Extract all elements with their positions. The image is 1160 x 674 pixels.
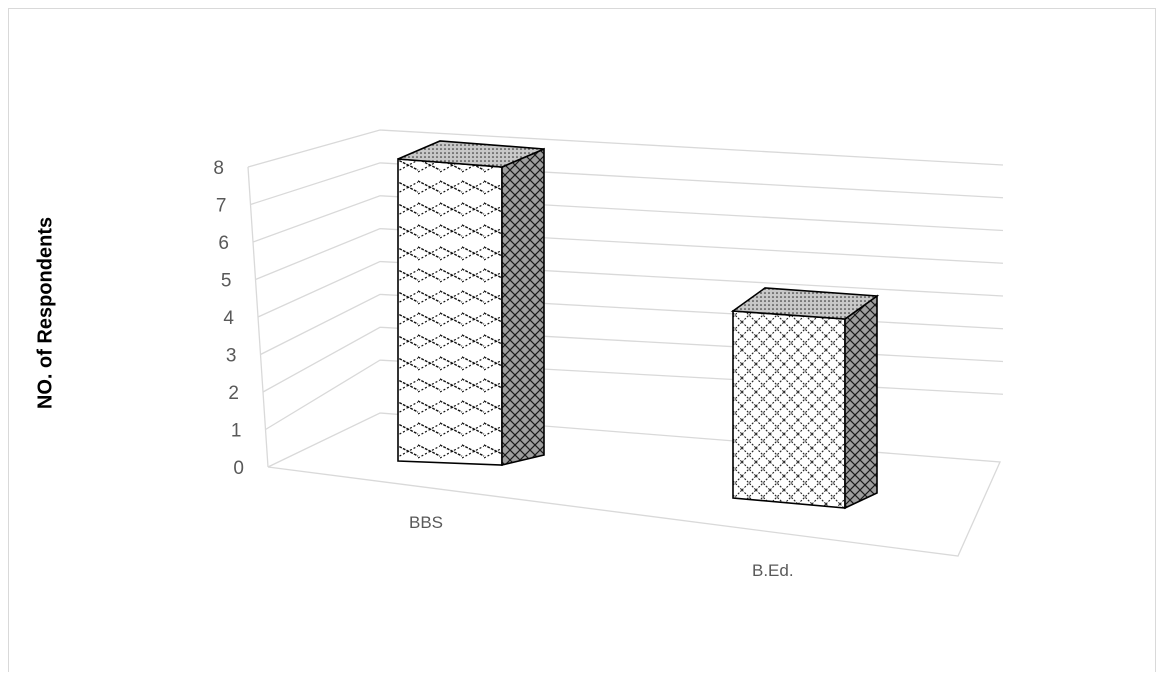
side-wall-edge [247,166,269,468]
bar-B.Ed. [730,287,880,510]
bar-side-face [501,147,545,467]
x-axis-categories: BBS B.Ed. [409,513,794,580]
gridline [257,260,1004,318]
bar-BBS [397,140,545,467]
x-category-label: B.Ed. [752,561,794,580]
chart-frame [8,8,1156,672]
bar-top-face [730,287,880,320]
gridline [247,129,1004,168]
floor-outline [267,412,1001,557]
y-tick-label: 6 [218,233,229,254]
bars [397,140,880,510]
bar-front-face [732,310,846,509]
bar-side-face [844,294,878,510]
y-axis-label: NO. of Respondents [34,217,56,409]
y-axis-ticks: 0 1 2 3 4 5 6 7 8 [213,158,244,479]
x-category-label: BBS [409,513,443,532]
bar-front-face [397,158,503,466]
bar-top-face [397,140,545,168]
gridlines [247,129,1004,557]
y-tick-label: 4 [223,308,234,329]
gridline [265,359,1004,431]
gridline [262,326,1004,393]
y-tick-label: 0 [233,458,244,479]
y-tick-label: 3 [226,346,237,367]
y-tick-label: 8 [213,158,224,179]
gridline [260,293,1004,356]
y-tick-label: 5 [221,271,232,292]
gridline [250,162,1004,206]
gridline [255,227,1004,281]
y-tick-label: 2 [228,383,239,404]
y-tick-label: 1 [231,421,242,442]
y-tick-label: 7 [216,196,227,217]
gridline [252,195,1004,243]
